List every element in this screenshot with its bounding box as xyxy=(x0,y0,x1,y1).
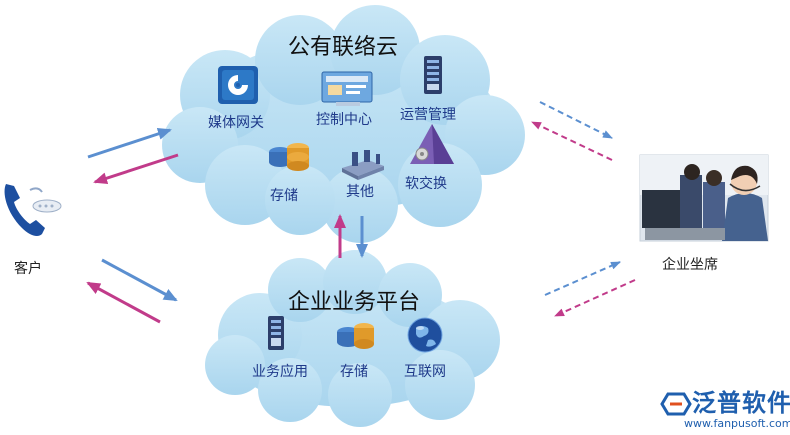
brand-logo-icon xyxy=(660,392,692,416)
platform-to-agents-arrow xyxy=(544,261,621,296)
agents-to-platform-arrow xyxy=(554,279,636,317)
cloud-to-agents-arrow xyxy=(539,101,613,139)
softswitch-icon xyxy=(410,124,454,164)
node-label-business-app: 业务应用 xyxy=(252,364,308,380)
cloud-to-customer-arrow xyxy=(93,153,179,184)
telephone-icon xyxy=(4,184,62,236)
server-tower-icon xyxy=(268,316,284,350)
node-label-storage-platform: 存储 xyxy=(340,364,368,380)
storage-disks-icon xyxy=(269,143,309,171)
storage-disks-icon xyxy=(337,323,374,349)
node-label-media-gateway: 媒体网关 xyxy=(208,115,264,131)
platform-cloud-title: 企业业务平台 xyxy=(288,290,421,315)
public-cloud-title: 公有联络云 xyxy=(288,35,399,60)
platform-to-customer-arrow xyxy=(86,281,161,324)
node-label-internet: 互联网 xyxy=(404,364,446,380)
media-gateway-icon xyxy=(218,66,258,104)
node-label-control-center: 控制中心 xyxy=(316,112,372,128)
node-label-other: 其他 xyxy=(346,184,374,200)
control-center-icon xyxy=(321,71,373,106)
customer-to-cloud-arrow xyxy=(87,128,172,159)
server-tower-icon xyxy=(424,56,442,94)
customer-label: 客户 xyxy=(14,261,42,277)
node-label-softswitch: 软交换 xyxy=(405,176,447,192)
brand-url: www.fanpusoft.com xyxy=(684,417,790,430)
agents-to-cloud-arrow xyxy=(531,121,613,161)
globe-icon xyxy=(407,317,443,353)
network-device-icon xyxy=(342,150,384,180)
brand-name: 泛普软件 xyxy=(692,389,790,417)
agents-label: 企业坐席 xyxy=(662,257,718,273)
node-label-storage-public: 存储 xyxy=(270,188,298,204)
platform-cloud-shape xyxy=(205,250,500,427)
customer-to-platform-arrow xyxy=(101,258,178,302)
node-label-operations: 运营管理 xyxy=(400,107,456,123)
call-center-agents-photo xyxy=(639,154,769,242)
